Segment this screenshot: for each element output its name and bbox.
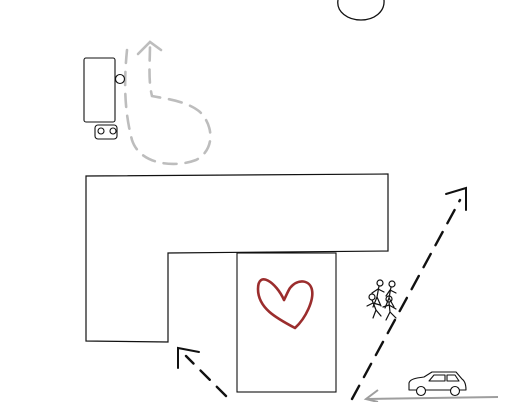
truck-wheel [114, 73, 126, 85]
pedestrian-route-arrow [350, 186, 467, 401]
pedestrian-figure [382, 295, 397, 321]
vehicle-turn-path [123, 40, 212, 166]
car [408, 371, 467, 397]
truck-cab [94, 124, 118, 140]
pedestrian-figure [371, 279, 385, 308]
car-wheel [415, 385, 427, 397]
pedestrian-group [366, 279, 397, 321]
truck-cab-wheel [97, 127, 105, 135]
pedestrian-route-arrow [177, 346, 228, 398]
sun-circle [337, 0, 385, 21]
car-wheel [449, 385, 461, 397]
truck [83, 57, 126, 140]
pedestrian-figure [384, 280, 397, 309]
l-shaped-building [85, 173, 389, 343]
heart-symbol [256, 278, 314, 330]
road-line [363, 389, 499, 402]
pedestrian-figure [366, 293, 382, 319]
truck-cab-wheel [109, 127, 117, 135]
truck-trailer [83, 57, 116, 123]
